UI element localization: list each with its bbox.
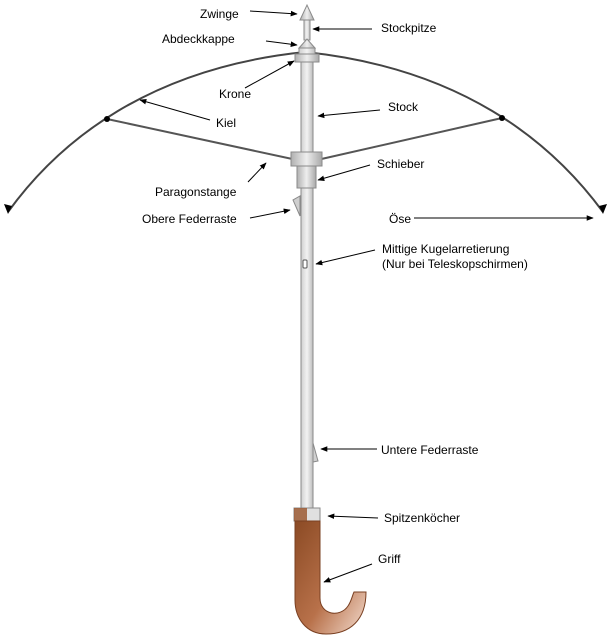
arrow-paragonstange (247, 162, 267, 183)
crown-band (298, 47, 316, 55)
ferrule-tip (299, 3, 315, 21)
crown (294, 53, 320, 63)
label-kiel: Kiel (216, 116, 237, 130)
label-stockpitze: Stockpitze (381, 21, 437, 35)
joint-left (104, 116, 110, 122)
runner-top (290, 151, 323, 167)
canopy-tip-right (599, 204, 607, 214)
label-griff: Griff (378, 552, 401, 566)
label-abdeckkappe: Abdeckkappe (162, 32, 235, 46)
label-schieber: Schieber (377, 157, 425, 171)
joint-right (499, 115, 505, 121)
ball-lock (302, 259, 308, 269)
arrow-zwinge (249, 10, 298, 17)
arrow-spitzenkoecher (327, 513, 379, 520)
canopy-tip-left (4, 204, 12, 214)
upper-spring (292, 195, 301, 217)
tip-cup-dark (294, 508, 307, 521)
handle (294, 520, 367, 635)
arrow-krone (244, 60, 295, 89)
arrow-griff (323, 563, 373, 583)
top-cap (297, 38, 317, 49)
arrow-schieber (317, 164, 371, 181)
stretcher-left (106, 118, 298, 161)
label-paragonstange: Paragonstange (155, 185, 237, 199)
shaft (300, 61, 314, 513)
arrow-stock (317, 109, 381, 119)
label-krone: Krone (219, 87, 252, 101)
label-kugelarretierung-1: Mittige Kugelarretierung (382, 242, 510, 256)
arrow-obere-federraste (249, 208, 291, 219)
label-zwinge: Zwinge (200, 7, 239, 21)
arrow-kiel (139, 99, 211, 121)
label-stock: Stock (388, 100, 419, 114)
tip-shaft (303, 19, 311, 41)
label-obere-federraste: Obere Federraste (142, 212, 237, 226)
runner-body (296, 165, 317, 189)
arrow-abdeckkappe (265, 40, 298, 47)
stretcher-right (316, 117, 503, 161)
lower-spring (312, 442, 319, 463)
arrow-kugelarretierung (315, 249, 376, 266)
label-spitzenkoecher: Spitzenköcher (384, 511, 461, 525)
label-kugelarretierung-2: (Nur bei Teleskopschirmen) (382, 257, 528, 271)
label-untere-federraste: Untere Federraste (381, 443, 479, 457)
label-oese: Öse (389, 212, 412, 226)
